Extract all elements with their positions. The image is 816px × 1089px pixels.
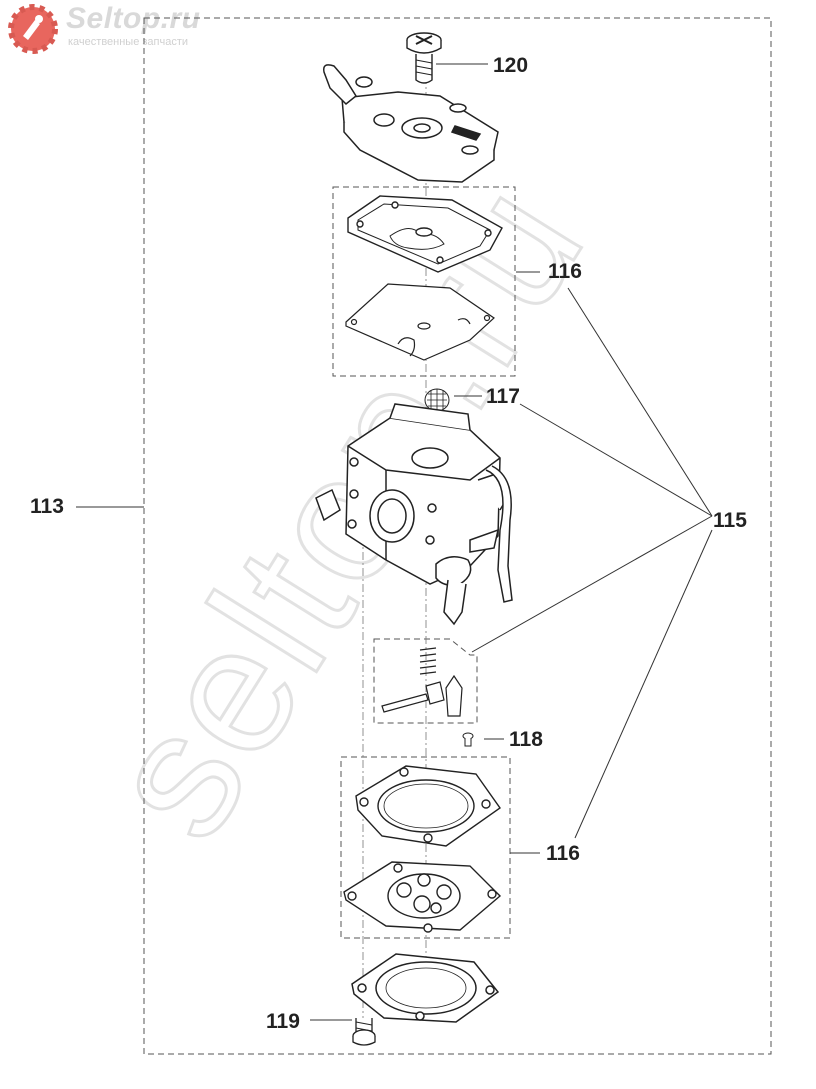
needle-valve-group-frame bbox=[373, 638, 478, 724]
gasket-top bbox=[347, 195, 503, 273]
filter-screen-117 bbox=[424, 388, 450, 412]
carburetor-body bbox=[315, 403, 513, 626]
metering-diaphragm-top bbox=[345, 283, 495, 361]
callout-116-bottom: 116 bbox=[546, 842, 580, 865]
seltop-logo: Seltop.ru качественные запчасти bbox=[6, 2, 216, 54]
gasket-group-top-frame bbox=[332, 186, 516, 377]
logo-subtitle: качественные запчасти bbox=[68, 36, 189, 48]
screw-118 bbox=[462, 732, 474, 747]
pump-diaphragm bbox=[343, 861, 502, 933]
watermark-text: seltop.ru bbox=[68, 148, 623, 871]
assembly-frame-113 bbox=[143, 17, 772, 1055]
callout-113: 113 bbox=[30, 495, 64, 518]
gasket-bottom bbox=[355, 765, 501, 847]
callout-115: 115 bbox=[713, 509, 747, 532]
logo-gear-icon bbox=[8, 4, 58, 54]
leader-lines bbox=[76, 63, 713, 1021]
callout-118: 118 bbox=[509, 728, 543, 751]
gasket-group-bottom-frame bbox=[340, 756, 511, 939]
callout-117: 117 bbox=[486, 385, 520, 408]
callout-119: 119 bbox=[266, 1010, 300, 1033]
screw-120 bbox=[406, 32, 442, 84]
callout-116-top: 116 bbox=[548, 260, 582, 283]
screw-119 bbox=[352, 1018, 376, 1046]
callout-120: 120 bbox=[493, 54, 529, 77]
carburetor-cover bbox=[322, 64, 499, 183]
inlet-needle-assembly bbox=[381, 647, 463, 717]
pump-cover bbox=[351, 953, 500, 1023]
